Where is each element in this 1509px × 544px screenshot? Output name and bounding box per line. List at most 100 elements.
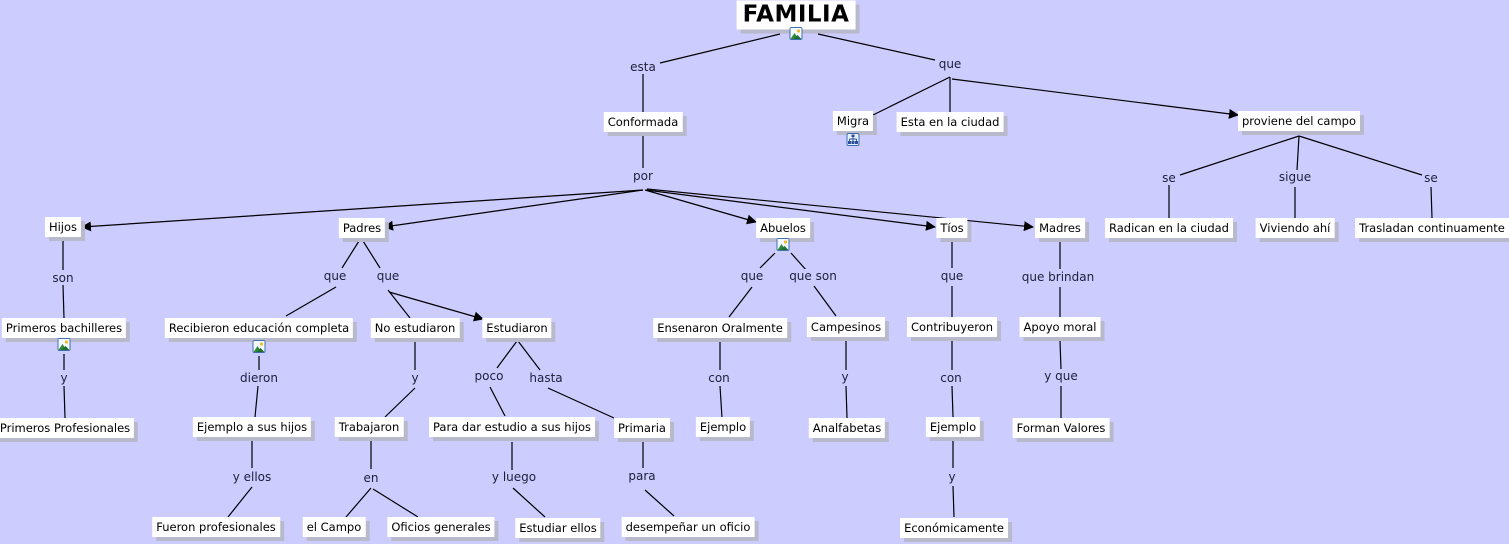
link-poco: poco xyxy=(473,369,505,383)
link-que: que xyxy=(322,269,348,283)
edge xyxy=(644,189,757,225)
link-que: que xyxy=(739,269,765,283)
concept-recibieron-educacion-completa[interactable]: Recibieron educación completa xyxy=(164,318,354,338)
link-y: y xyxy=(59,371,69,385)
link-sigue: sigue xyxy=(1277,170,1313,184)
concept-tios[interactable]: Tíos xyxy=(936,218,968,238)
edge xyxy=(952,485,955,518)
edge xyxy=(383,189,644,231)
link-que: que xyxy=(375,269,401,283)
edge xyxy=(719,385,723,419)
edge xyxy=(872,76,951,116)
edge xyxy=(362,240,381,269)
concept-desempenar-un-oficio[interactable]: desempeñar un oficio xyxy=(621,517,755,537)
concept-ejemplo[interactable]: Ejemplo xyxy=(925,417,981,437)
link-con: con xyxy=(939,371,963,385)
image-resource-icon[interactable] xyxy=(252,340,266,353)
edge xyxy=(845,385,848,419)
edge xyxy=(285,286,337,317)
edge xyxy=(81,189,644,232)
link-y-ellos: y ellos xyxy=(231,470,273,484)
edge xyxy=(759,252,776,269)
concept-oficios-generales[interactable]: Oficios generales xyxy=(387,517,495,537)
edge xyxy=(817,33,936,61)
image-resource-icon[interactable] xyxy=(57,338,71,351)
concept-map-resource-icon[interactable] xyxy=(846,133,860,146)
concept-para-dar-estudio[interactable]: Para dar estudio a sus hijos xyxy=(428,417,596,437)
edge xyxy=(63,385,66,419)
edge xyxy=(646,188,1034,232)
link-y: y xyxy=(410,371,420,385)
concept-contribuyeron[interactable]: Contribuyeron xyxy=(906,317,998,337)
image-resource-icon[interactable] xyxy=(776,238,790,251)
link-y: y xyxy=(947,470,957,484)
link-que-son: que son xyxy=(788,269,838,283)
link-se: se xyxy=(1423,171,1439,185)
concept-conformada[interactable]: Conformada xyxy=(603,112,683,132)
concept-analfabetas[interactable]: Analfabetas xyxy=(808,418,886,438)
concept-el-campo[interactable]: el Campo xyxy=(302,517,366,537)
concept-trabajaron[interactable]: Trabajaron xyxy=(334,417,404,437)
concept-migra[interactable]: Migra xyxy=(832,111,874,131)
link-que: que xyxy=(939,269,965,283)
link-dieron: dieron xyxy=(239,371,279,385)
concept-ejemplo-a-sus-hijos[interactable]: Ejemplo a sus hijos xyxy=(192,417,312,437)
concept-ejemplo[interactable]: Ejemplo xyxy=(695,417,751,437)
concept-estudiar-ellos[interactable]: Estudiar ellos xyxy=(515,518,601,538)
concept-radican-en-la-ciudad[interactable]: Radican en la ciudad xyxy=(1105,218,1233,238)
edge xyxy=(341,240,360,269)
link-para: para xyxy=(627,469,657,483)
edge xyxy=(496,340,518,369)
link-se: se xyxy=(1161,171,1177,185)
link-que: que xyxy=(937,57,963,71)
edge xyxy=(644,489,675,517)
edge xyxy=(1179,135,1300,176)
edge xyxy=(512,487,546,518)
link-hasta: hasta xyxy=(528,371,564,385)
concept-padres[interactable]: Padres xyxy=(338,218,386,238)
concept-estudiaron[interactable]: Estudiaron xyxy=(482,318,552,338)
edge xyxy=(1059,340,1062,370)
concept-no-estudiaron[interactable]: No estudiaron xyxy=(370,318,460,338)
concept-primeros-profesionales[interactable]: Primeros Profesionales xyxy=(0,418,135,438)
concept-economicamente[interactable]: Económicamente xyxy=(900,518,1008,538)
concept-primeros-bachilleres[interactable]: Primeros bachilleres xyxy=(1,318,127,338)
edge xyxy=(227,486,253,518)
concept-forman-valores[interactable]: Forman Valores xyxy=(1012,418,1110,438)
edge xyxy=(384,387,416,418)
edge xyxy=(517,340,541,371)
concept-hijos[interactable]: Hijos xyxy=(44,217,82,237)
concept-esta-en-la-ciudad[interactable]: Esta en la ciudad xyxy=(896,112,1004,132)
edge xyxy=(547,387,615,419)
concept-ensenaron-oralmente[interactable]: Ensenaron Oralmente xyxy=(653,318,787,338)
edge xyxy=(951,385,954,418)
concept-apoyo-moral[interactable]: Apoyo moral xyxy=(1019,317,1101,337)
edge xyxy=(345,487,372,518)
image-resource-icon[interactable] xyxy=(789,27,803,40)
link-con: con xyxy=(707,371,731,385)
link-en: en xyxy=(362,471,380,485)
concept-primaria[interactable]: Primaria xyxy=(614,418,670,438)
edge xyxy=(659,33,781,64)
link-esta: esta xyxy=(629,60,657,74)
edge xyxy=(489,386,506,417)
edge xyxy=(387,289,411,319)
edge xyxy=(645,189,936,231)
edge xyxy=(951,78,1239,119)
edge xyxy=(254,385,259,418)
concept-campesinos[interactable]: Campesinos xyxy=(806,317,886,337)
edge xyxy=(1430,186,1433,219)
concept-familia[interactable]: FAMILIA xyxy=(736,0,856,30)
concept-proviene-del-campo[interactable]: proviene del campo xyxy=(1237,111,1361,131)
concept-viviendo-ahi[interactable]: Viviendo ahí xyxy=(1255,218,1335,238)
concept-madres[interactable]: Madres xyxy=(1035,218,1085,238)
concept-fueron-profesionales[interactable]: Fueron profesionales xyxy=(152,517,280,537)
link-y-que: y que xyxy=(1043,369,1079,383)
edge xyxy=(813,285,837,317)
edge xyxy=(1296,135,1300,171)
link-y-luego: y luego xyxy=(490,470,538,484)
concept-trasladan-continuamente[interactable]: Trasladan continuamente xyxy=(1355,218,1509,238)
concept-abuelos[interactable]: Abuelos xyxy=(756,218,810,238)
edge xyxy=(728,286,753,318)
